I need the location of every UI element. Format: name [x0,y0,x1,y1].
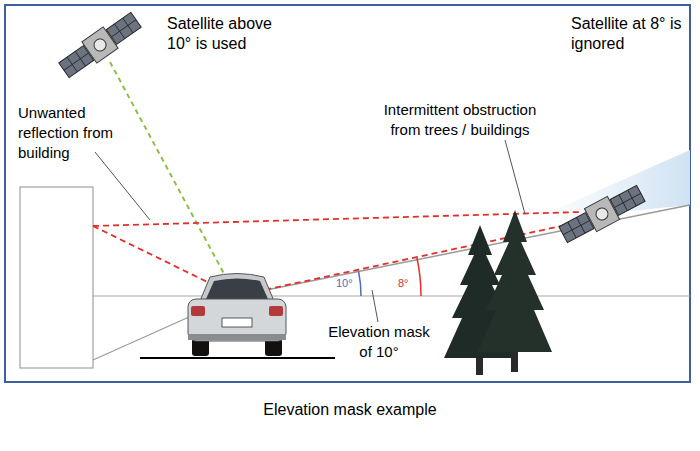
annotation-label: Satellite above 10° is used [167,14,292,54]
horizon-line [93,295,690,296]
tree-crown [478,210,552,352]
satellite-dish [594,206,610,222]
figure-caption: Elevation mask example [0,400,700,420]
tree-trunk [511,350,518,372]
angle-label: 8° [398,276,422,290]
car-body [188,299,286,341]
tail-light [191,306,205,316]
leader-line [372,290,378,322]
building [20,187,93,368]
annotation-label: Satellite at 8° is ignored [571,14,687,54]
reflected-signal [93,212,580,226]
angle-arc [359,271,361,296]
angle-label: 10° [336,276,366,290]
number-plate [222,318,252,327]
leader-line [505,140,525,214]
satellite-body [584,196,619,231]
panel-grid [59,12,141,77]
leader-line [95,152,150,220]
car-cabin [200,274,274,302]
annotation-label: Unwanted reflection from building [18,103,136,163]
annotation-label: Intermittent obstruction from trees / bu… [370,100,550,140]
angle-arc [417,257,421,296]
car [188,274,286,357]
satellite-body [82,27,118,63]
car-window [206,279,268,300]
annotation-label: Elevation mask of 10° [324,322,434,362]
car-bumper [188,334,286,340]
panel-grid [559,185,645,242]
frame-border [5,5,690,382]
satellite-dish [92,37,109,54]
satellite-icon [557,182,647,246]
tree [478,210,552,372]
satellite-icon [57,9,144,81]
ground-line [140,357,335,359]
direct-signal [110,62,236,296]
tail-light [269,306,283,316]
